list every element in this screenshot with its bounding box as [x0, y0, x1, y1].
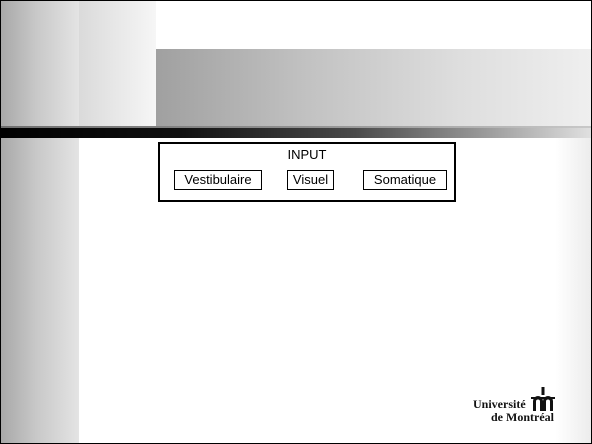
header-gradient-banner	[156, 49, 591, 129]
input-diagram-title: INPUT	[287, 147, 327, 162]
input-diagram-box: INPUT Vestibulaire Visuel Somatique	[158, 142, 456, 202]
input-visual-box: Visuel	[287, 170, 334, 190]
university-logo: Université de Montréal	[473, 387, 583, 429]
input-somatic-box: Somatique	[363, 170, 447, 190]
logo-text-line1: Université	[473, 397, 526, 411]
header-rule	[1, 128, 591, 138]
logo-text-line2: de Montréal	[491, 410, 554, 424]
input-vestibular-box: Vestibulaire	[174, 170, 262, 190]
university-emblem-icon	[531, 387, 555, 411]
header-rule-shadow	[1, 126, 591, 128]
left-gradient-band	[1, 1, 79, 443]
